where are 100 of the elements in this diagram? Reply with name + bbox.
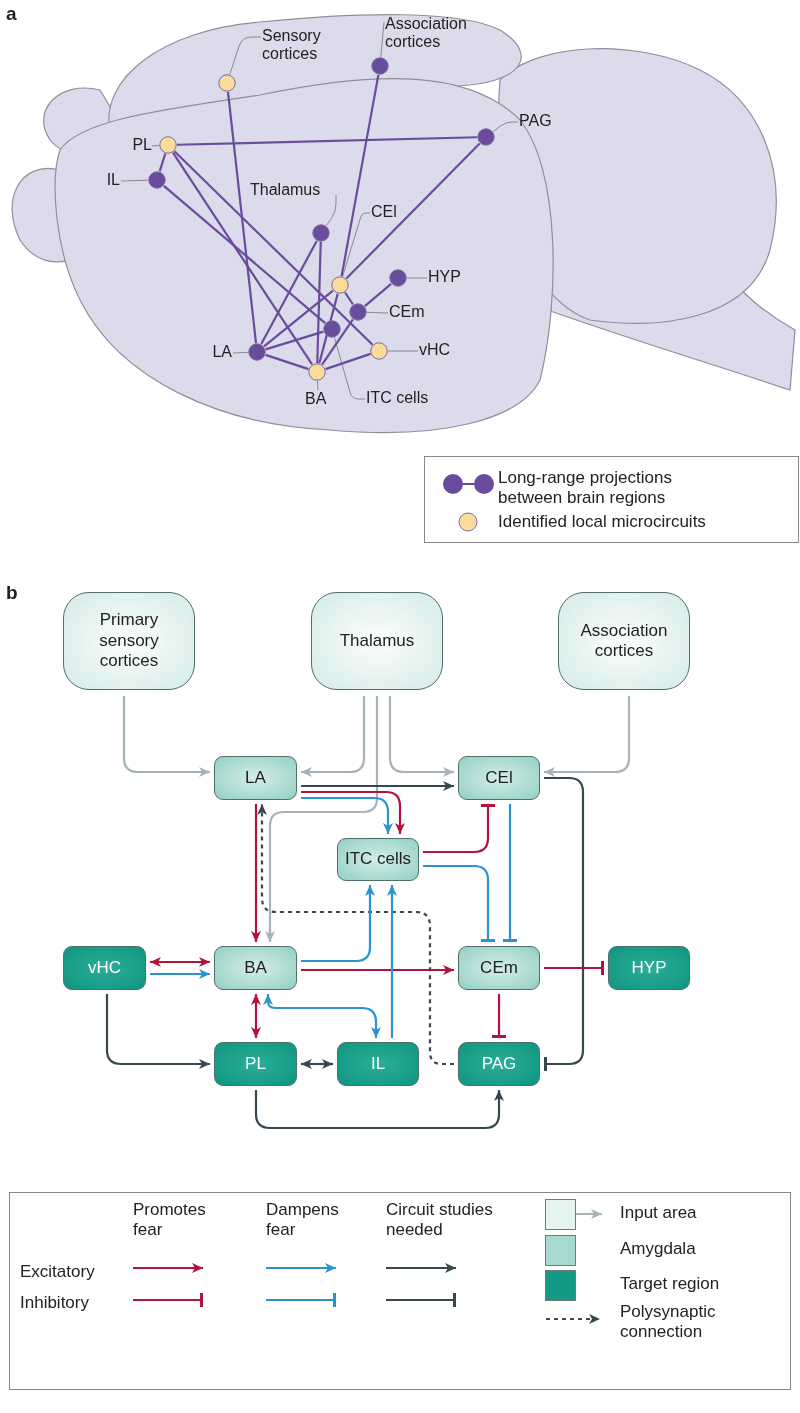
projection-dot xyxy=(349,303,367,321)
input-area-box: Primary sensory cortices xyxy=(63,592,195,690)
arrow xyxy=(388,696,454,777)
amygdala-box: CEl xyxy=(458,756,540,800)
projection-dot xyxy=(477,128,495,146)
projection-dot xyxy=(389,269,407,287)
projection-line xyxy=(340,74,380,277)
projection-line xyxy=(318,293,339,364)
arrow xyxy=(301,885,375,963)
legend-column-heading: Dampens fear xyxy=(266,1200,340,1240)
microcircuit-dot xyxy=(331,276,349,294)
projection-dot xyxy=(371,57,389,75)
inhibitory-connector xyxy=(423,864,495,942)
leader-line xyxy=(366,311,389,314)
region-label: CEm xyxy=(389,303,431,323)
projection-dot xyxy=(248,343,266,361)
amygdala-box: BA xyxy=(214,946,297,990)
projection-dot xyxy=(312,224,330,242)
leader-line xyxy=(151,145,160,147)
legend-row-label: Inhibitory xyxy=(20,1293,90,1313)
amygdala-box: ITC cells xyxy=(337,838,419,881)
inhibitory-connector xyxy=(503,804,517,942)
region-label: ITC cells xyxy=(366,389,442,409)
projection-line xyxy=(172,151,313,366)
amygdala-box: CEm xyxy=(458,946,540,990)
leader-line xyxy=(387,350,419,352)
legend-text: Polysynaptic connection xyxy=(620,1302,717,1342)
projection-dot xyxy=(323,320,341,338)
projection-line xyxy=(344,291,354,306)
leader-line xyxy=(333,337,366,400)
leader-line xyxy=(229,36,262,75)
leader-line xyxy=(492,121,519,133)
projection-line xyxy=(316,241,322,364)
region-label: Thalamus xyxy=(250,181,336,201)
double-arrow xyxy=(263,994,381,1038)
region-label: vHC xyxy=(419,341,459,361)
inhibitory-connector xyxy=(544,961,604,975)
arrow xyxy=(301,790,405,834)
arrow xyxy=(122,696,210,777)
projection-line xyxy=(163,185,326,324)
projection-line xyxy=(263,289,334,348)
projection-line xyxy=(173,150,374,346)
projection-dot xyxy=(148,171,166,189)
target-region-box: PL xyxy=(214,1042,297,1086)
legend-text: Amygdala xyxy=(620,1239,697,1259)
microcircuit-dot xyxy=(370,342,388,360)
legend-column-heading: Circuit studies needed xyxy=(386,1200,494,1240)
double-arrow xyxy=(301,1059,333,1069)
dashed-arrow xyxy=(257,804,454,1066)
microcircuit-dot xyxy=(159,136,177,154)
arrow xyxy=(251,804,261,942)
leader-line xyxy=(325,194,337,227)
legend-text: Long-range projections between brain regions xyxy=(498,468,673,508)
target-region-box: PAG xyxy=(458,1042,540,1086)
region-label: HYP xyxy=(428,268,468,288)
region-label: PL xyxy=(128,136,152,156)
projection-line xyxy=(364,283,392,307)
legend-column-heading: Promotes fear xyxy=(133,1200,207,1240)
arrow xyxy=(150,969,210,979)
legend-text: Identified local microcircuits xyxy=(498,512,707,532)
projection-line xyxy=(265,353,309,371)
legend-text: Target region xyxy=(620,1274,721,1294)
region-label: BA xyxy=(305,390,331,410)
region-label: PAG xyxy=(519,112,559,132)
leader-line xyxy=(120,179,149,182)
arrow xyxy=(301,796,393,834)
leader-line xyxy=(232,351,249,354)
arrow xyxy=(387,885,397,1038)
double-arrow xyxy=(251,994,261,1038)
region-label: LA xyxy=(206,343,232,363)
arrow xyxy=(254,1090,504,1130)
inhibitory-connector xyxy=(423,804,495,854)
projection-line xyxy=(176,136,478,146)
double-arrow xyxy=(150,957,210,967)
arrow xyxy=(301,696,366,777)
microcircuit-dot xyxy=(218,74,236,92)
amygdala-box: LA xyxy=(214,756,297,800)
projection-line xyxy=(226,91,258,344)
leader-line xyxy=(342,212,371,277)
projection-line xyxy=(325,352,371,371)
target-region-box: IL xyxy=(337,1042,419,1086)
inhibitory-connector xyxy=(544,776,585,1071)
microcircuit-dot xyxy=(308,363,326,381)
leader-line xyxy=(406,277,428,279)
projection-line xyxy=(265,330,324,351)
target-region-box: HYP xyxy=(608,946,690,990)
leader-line xyxy=(317,380,319,391)
arrow xyxy=(105,994,210,1069)
legend-text: Input area xyxy=(620,1203,698,1223)
region-label: IL xyxy=(100,171,120,191)
projection-line xyxy=(158,153,167,172)
region-label: Sensory cortices xyxy=(262,27,342,67)
panel-letter: a xyxy=(6,3,18,25)
arrow xyxy=(301,965,454,975)
projection-line xyxy=(260,240,318,345)
region-label: Association cortices xyxy=(385,15,485,55)
target-region-box: vHC xyxy=(63,946,146,990)
inhibitory-connector xyxy=(492,994,506,1038)
region-label: CEl xyxy=(371,203,407,223)
arrow xyxy=(301,781,454,791)
